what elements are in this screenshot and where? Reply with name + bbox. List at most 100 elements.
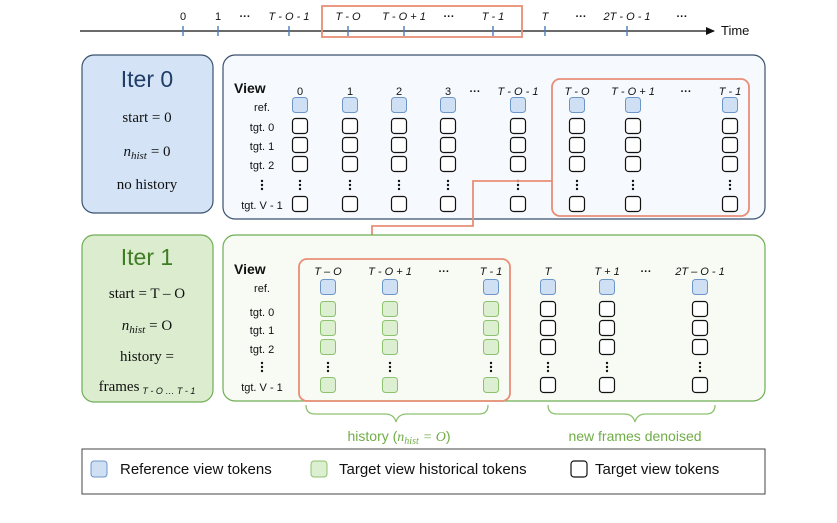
iter0-column-labels: 0 1 2 3 ··· T - O - 1 T - O T - O + 1 ··…	[297, 86, 741, 98]
vertical-dot	[575, 183, 579, 187]
legend: Reference view tokens Target view histor…	[81, 448, 766, 495]
vertical-dot	[326, 361, 330, 365]
column-label: T - O	[564, 86, 589, 98]
vertical-dot	[516, 187, 520, 191]
vertical-dot	[631, 179, 635, 183]
target-token	[341, 117, 359, 135]
timeline-tick-label: T - O + 1	[382, 11, 426, 23]
vertical-dot	[260, 369, 264, 373]
target-token	[341, 195, 359, 213]
target-token	[439, 155, 457, 173]
vertical-dot	[326, 369, 330, 373]
new-frames-label: new frames denoised	[568, 428, 701, 444]
column-label: 0	[297, 86, 303, 98]
reference-token	[722, 97, 738, 113]
target-token	[598, 376, 616, 394]
target-token	[539, 300, 557, 318]
target-token	[439, 195, 457, 213]
vertical-dot	[298, 179, 302, 183]
reference-token	[382, 279, 398, 295]
row-label-tgt1: tgt. 1	[250, 325, 274, 337]
column-label: 1	[347, 86, 353, 98]
iter0-row-labels: ref. tgt. 0 tgt. 1 tgt. 2 tgt. V - 1	[241, 102, 283, 212]
row-label-tgt0: tgt. 0	[250, 307, 274, 319]
target-token	[291, 117, 309, 135]
legend-label-target: Target view tokens	[595, 461, 719, 478]
legend-swatch-target	[570, 460, 588, 478]
iter0-title: Iter 0	[121, 66, 173, 92]
column-dots: ···	[641, 266, 652, 278]
vertical-dot	[489, 369, 493, 373]
vertical-dot	[728, 179, 732, 183]
vertical-dot	[605, 369, 609, 373]
vertical-dot	[326, 365, 330, 369]
historical-token	[483, 339, 499, 355]
legend-swatch-reference	[90, 460, 108, 478]
target-token	[539, 338, 557, 356]
vertical-dot	[489, 361, 493, 365]
target-token	[721, 155, 739, 173]
timeline-tick-label: T - O	[335, 11, 360, 23]
vertical-dot	[260, 183, 264, 187]
vertical-dot	[546, 369, 550, 373]
vertical-dot	[546, 361, 550, 365]
timeline-highlight-box	[321, 5, 523, 38]
vertical-dot	[631, 183, 635, 187]
target-token	[291, 136, 309, 154]
timeline-dots: ···	[576, 11, 587, 23]
timeline-dots: ···	[677, 11, 688, 23]
target-token	[509, 117, 527, 135]
timeline-tick-label: 1	[215, 11, 221, 23]
vertical-dot	[260, 187, 264, 191]
reference-token	[692, 279, 708, 295]
target-token	[439, 117, 457, 135]
target-token	[539, 319, 557, 337]
iter0-history: no history	[117, 177, 178, 193]
timeline-tick-label: 2T - O - 1	[602, 11, 650, 23]
target-token	[721, 136, 739, 154]
history-transfer-arrow	[367, 180, 552, 247]
target-token	[341, 136, 359, 154]
target-token	[624, 155, 642, 173]
column-dots: ···	[470, 86, 481, 98]
vertical-dot	[728, 187, 732, 191]
target-token	[598, 300, 616, 318]
target-token	[691, 376, 709, 394]
vertical-dot	[698, 365, 702, 369]
target-token	[598, 338, 616, 356]
timeline-ticks	[182, 26, 628, 36]
historical-token	[382, 301, 398, 317]
timeline-tick-label: T - O - 1	[269, 11, 310, 23]
reference-token	[320, 279, 336, 295]
target-token	[568, 136, 586, 154]
iter0-section: Iter 0 start = 0 nhist= 0 no history Vie…	[81, 54, 766, 220]
target-token	[568, 195, 586, 213]
target-token	[390, 117, 408, 135]
vertical-dot	[698, 361, 702, 365]
target-token	[624, 136, 642, 154]
vertical-dot	[516, 183, 520, 187]
vertical-dot	[605, 365, 609, 369]
vertical-dot	[446, 187, 450, 191]
iter0-view-label: View	[234, 80, 266, 96]
historical-token	[382, 339, 398, 355]
iter0-start: start = 0	[122, 110, 171, 126]
vertical-dot	[575, 187, 579, 191]
row-label-tgt-last: tgt. V - 1	[241, 382, 283, 394]
target-token	[509, 155, 527, 173]
target-token	[291, 195, 309, 213]
target-token	[291, 155, 309, 173]
history-brace	[305, 404, 489, 423]
vertical-dot	[348, 187, 352, 191]
vertical-dot	[348, 179, 352, 183]
row-label-tgt-last: tgt. V - 1	[241, 200, 283, 212]
vertical-dot	[631, 187, 635, 191]
target-token	[598, 319, 616, 337]
vertical-dot	[298, 183, 302, 187]
reference-token	[540, 279, 556, 295]
iter1-token-grid	[260, 279, 709, 394]
reference-token	[510, 97, 526, 113]
column-label: 2	[396, 86, 402, 98]
legend-box	[81, 448, 766, 495]
